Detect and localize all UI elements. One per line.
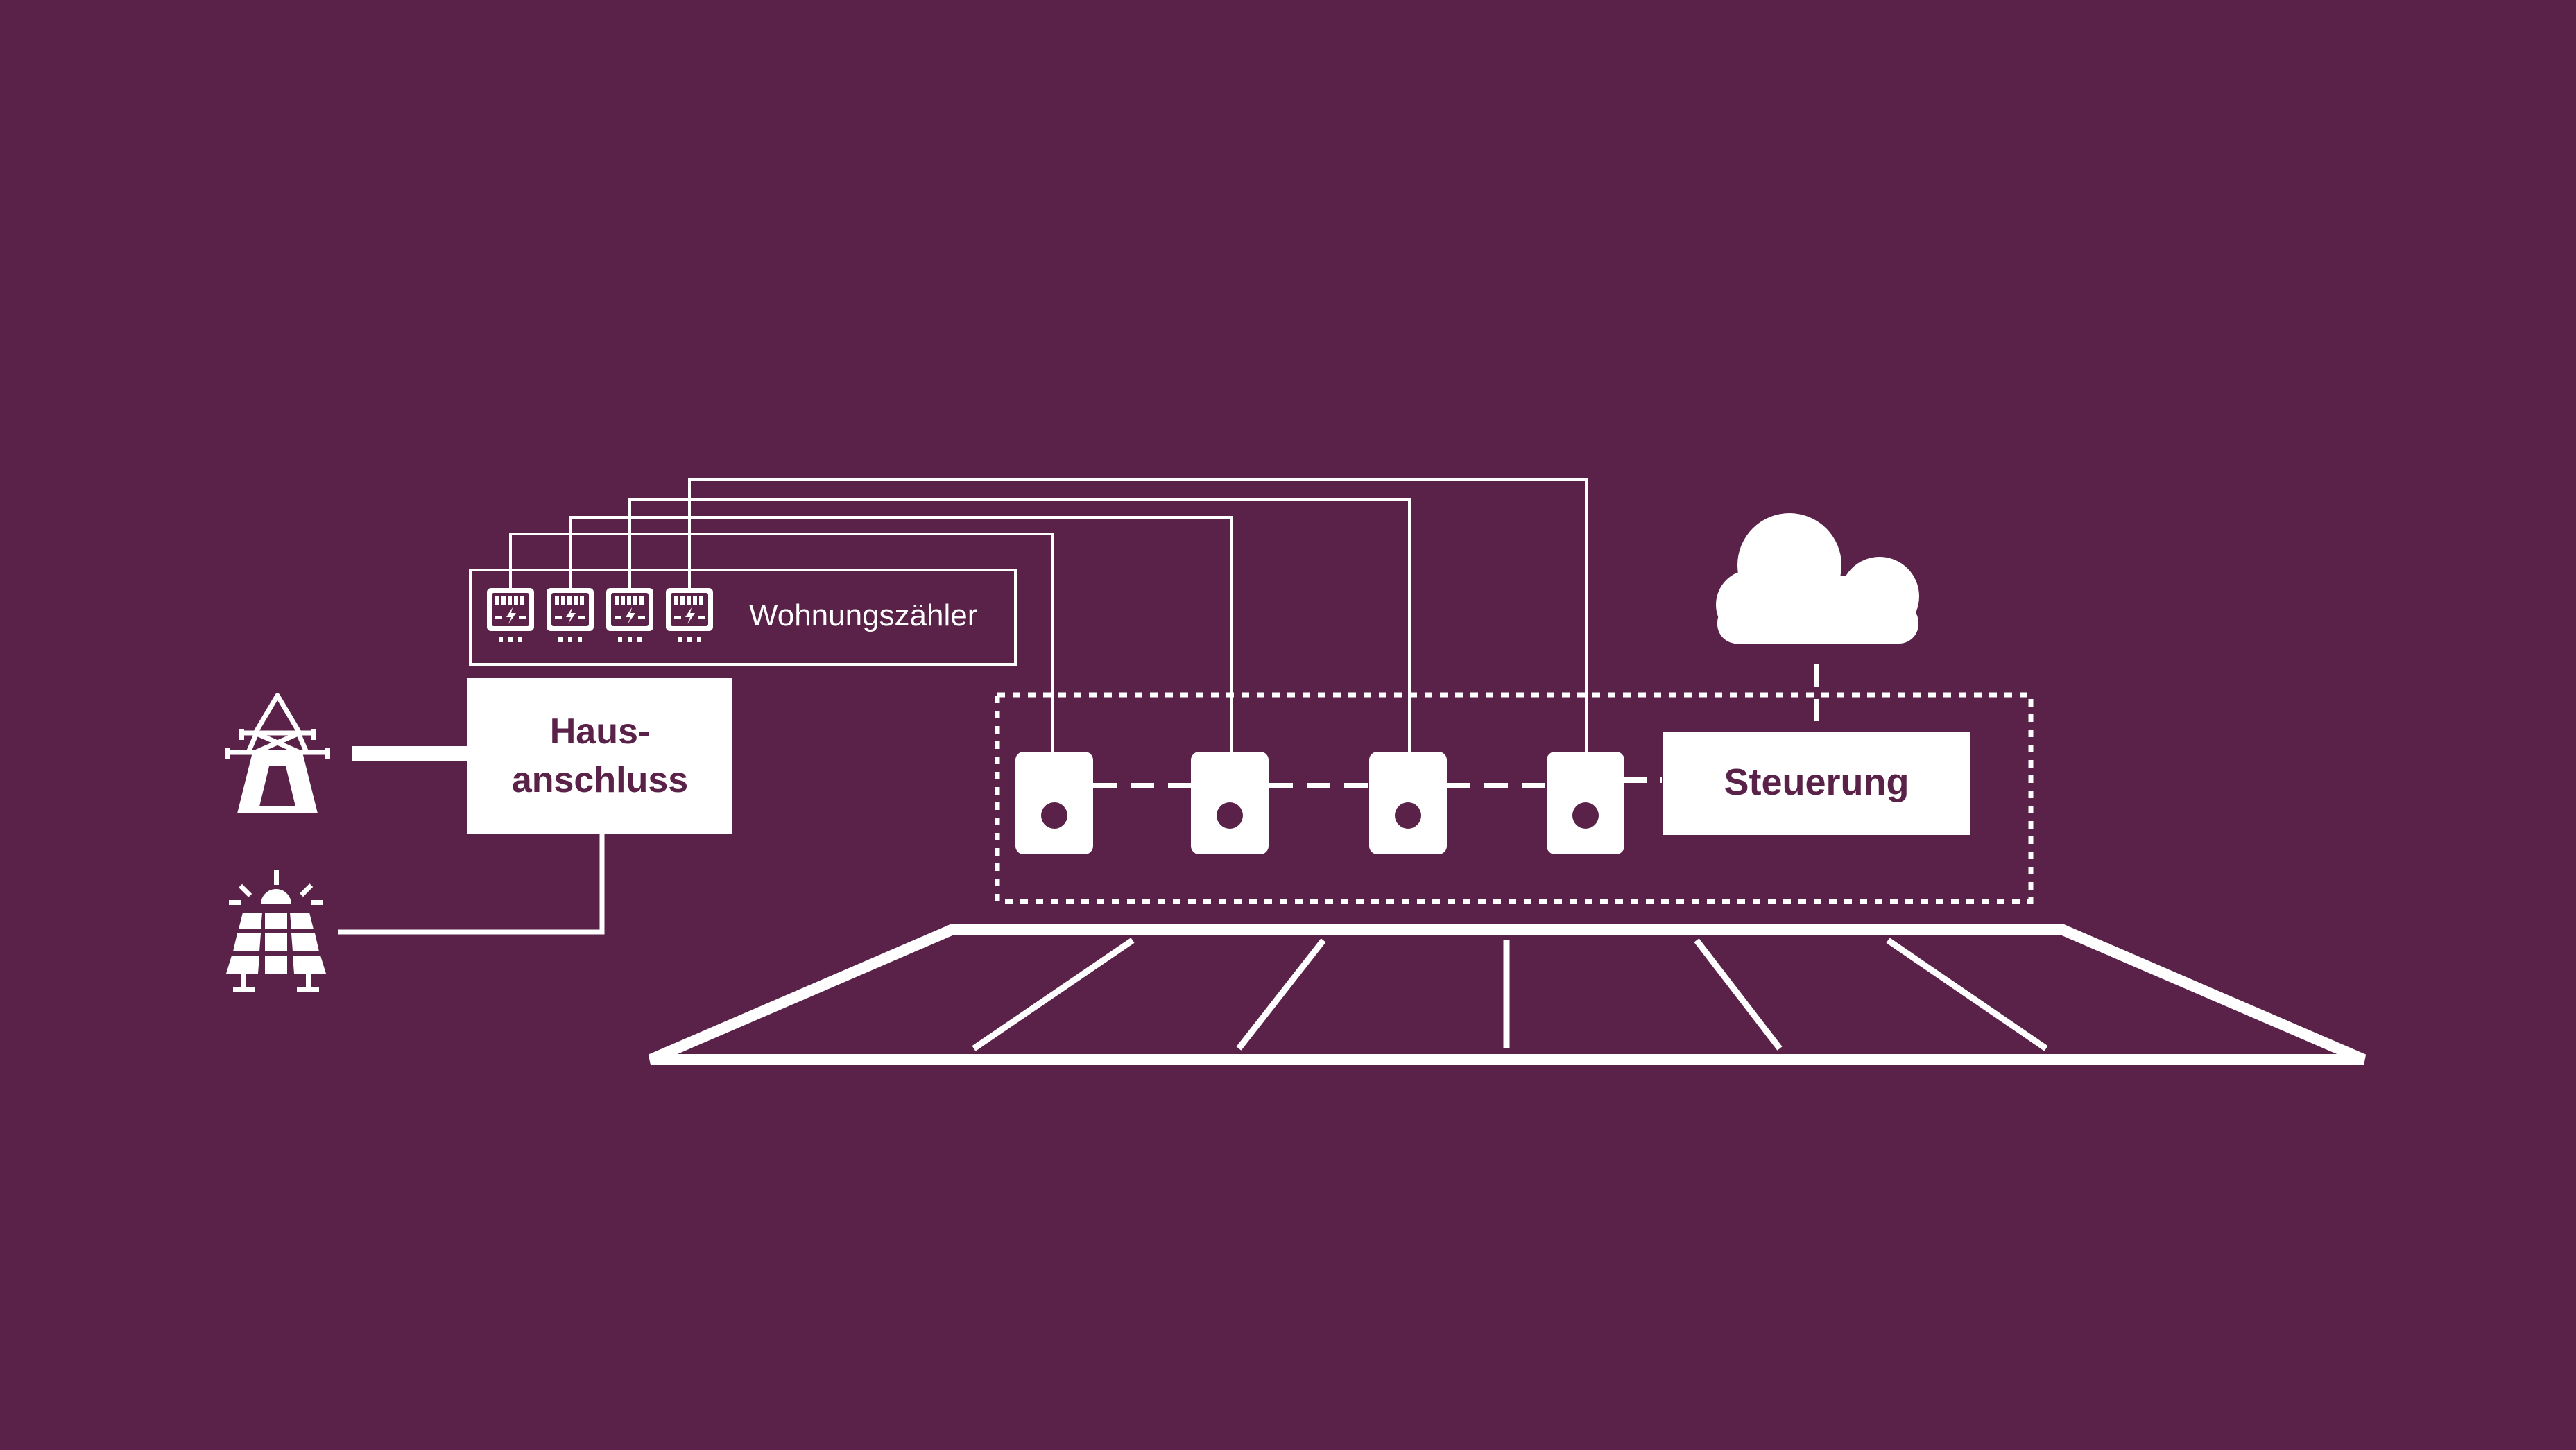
charging-station-icon xyxy=(1547,752,1624,854)
meter-wires xyxy=(509,478,1588,756)
wire-meter-1 xyxy=(509,533,1054,756)
parking-divider xyxy=(1236,938,1326,1051)
electricity-meter-icon xyxy=(487,588,534,642)
house-connection-line1: Haus- xyxy=(550,711,650,752)
electricity-meter-icon xyxy=(547,588,594,642)
meter-icons xyxy=(487,588,713,642)
wire-meter-4 xyxy=(688,478,1588,756)
meters-label: Wohnungszähler xyxy=(749,598,977,632)
charging-station-icon xyxy=(1015,752,1093,854)
charging-stations xyxy=(1015,752,1624,854)
electricity-meter-icon xyxy=(666,588,713,642)
parking-divider xyxy=(972,938,1135,1051)
meter-group-frame xyxy=(469,569,1017,666)
charging-network-boundary xyxy=(995,692,2034,904)
control-box: Steuerung xyxy=(1663,732,1970,835)
charging-station-icon xyxy=(1191,752,1269,854)
network-links xyxy=(1093,777,1662,788)
solar-connection-line xyxy=(338,834,605,935)
parking-divider xyxy=(1694,938,1783,1051)
house-connection-line2: anschluss xyxy=(512,760,688,800)
power-pylon-icon xyxy=(225,693,330,813)
cloud-icon xyxy=(1716,513,1919,644)
electricity-meter-icon xyxy=(606,588,653,642)
parking-divider xyxy=(1886,938,2048,1051)
house-connection-box: Haus- anschluss xyxy=(467,678,732,834)
charging-station-icon xyxy=(1369,752,1447,854)
meter-group: Wohnungszähler xyxy=(469,569,1017,666)
wire-meter-3 xyxy=(628,498,1411,756)
solar-panel-icon xyxy=(226,870,326,992)
parking-area xyxy=(648,924,2367,1065)
wire-meter-2 xyxy=(569,516,1233,756)
control-label: Steuerung xyxy=(1724,761,1909,803)
grid-connection-line xyxy=(352,746,470,761)
